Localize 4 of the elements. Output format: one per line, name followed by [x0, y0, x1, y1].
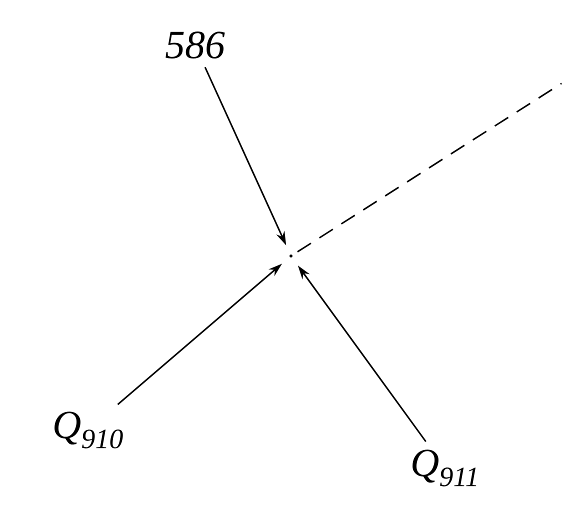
node-label: Q$_{910}$: [54, 412, 123, 448]
node-label: Q$_{911}$: [412, 450, 476, 486]
node-label: 586: [166, 32, 225, 58]
dashed-line: [297, 82, 562, 253]
